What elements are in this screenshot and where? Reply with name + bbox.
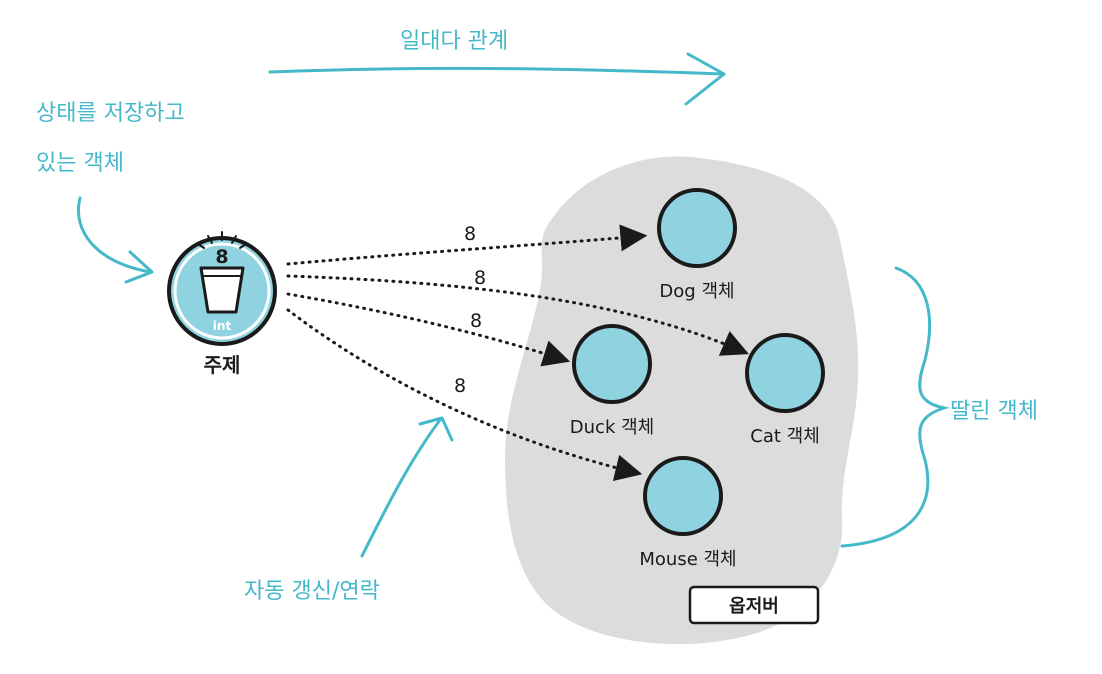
message-duck: 8 bbox=[470, 310, 482, 332]
dependent-label: 딸린 객체 bbox=[950, 399, 1038, 424]
subject-label: 주제 bbox=[204, 353, 241, 377]
observer-dog: Dog 객체 bbox=[657, 188, 737, 302]
stateful-arrow bbox=[77, 196, 152, 274]
message-dog: 8 bbox=[464, 223, 476, 245]
observer-mouse-label: Mouse 객체 bbox=[639, 549, 736, 570]
auto-update-arrow bbox=[360, 418, 442, 558]
message-mouse: 8 bbox=[454, 375, 466, 397]
stateful-label-line2: 있는 객체 bbox=[36, 151, 124, 176]
cup-icon bbox=[199, 266, 245, 314]
observer-cat: Cat 객체 bbox=[745, 333, 825, 447]
observer-region bbox=[505, 156, 859, 645]
subject-node: 8 int bbox=[167, 231, 277, 346]
subject-value: 8 bbox=[215, 246, 228, 268]
message-cat: 8 bbox=[474, 267, 486, 289]
dependent-brace bbox=[840, 266, 950, 548]
observer-dog-label: Dog 객체 bbox=[659, 281, 734, 302]
one-to-many-arrowhead bbox=[684, 52, 726, 106]
arrow-to-duck bbox=[286, 292, 571, 367]
observer-group-label: 옵저버 bbox=[729, 596, 779, 617]
observer-group-badge: 옵저버 bbox=[688, 585, 820, 625]
subject-type: int bbox=[213, 319, 232, 333]
stateful-arrowhead bbox=[124, 250, 154, 284]
auto-update-arrowhead bbox=[418, 416, 454, 442]
observer-duck: Duck 객체 bbox=[570, 324, 654, 438]
auto-update-label: 자동 갱신/연락 bbox=[244, 579, 380, 604]
stateful-label-line1: 상태를 저장하고 bbox=[36, 101, 185, 126]
observer-mouse: Mouse 객체 bbox=[639, 456, 737, 570]
arrow-to-cat bbox=[286, 274, 749, 356]
observer-cat-label: Cat 객체 bbox=[750, 426, 820, 447]
observer-duck-label: Duck 객체 bbox=[570, 417, 654, 438]
one-to-many-arrow bbox=[268, 66, 724, 76]
one-to-many-label: 일대다 관계 bbox=[400, 29, 508, 54]
glow-icon bbox=[197, 231, 247, 249]
arrow-to-dog bbox=[286, 224, 648, 266]
